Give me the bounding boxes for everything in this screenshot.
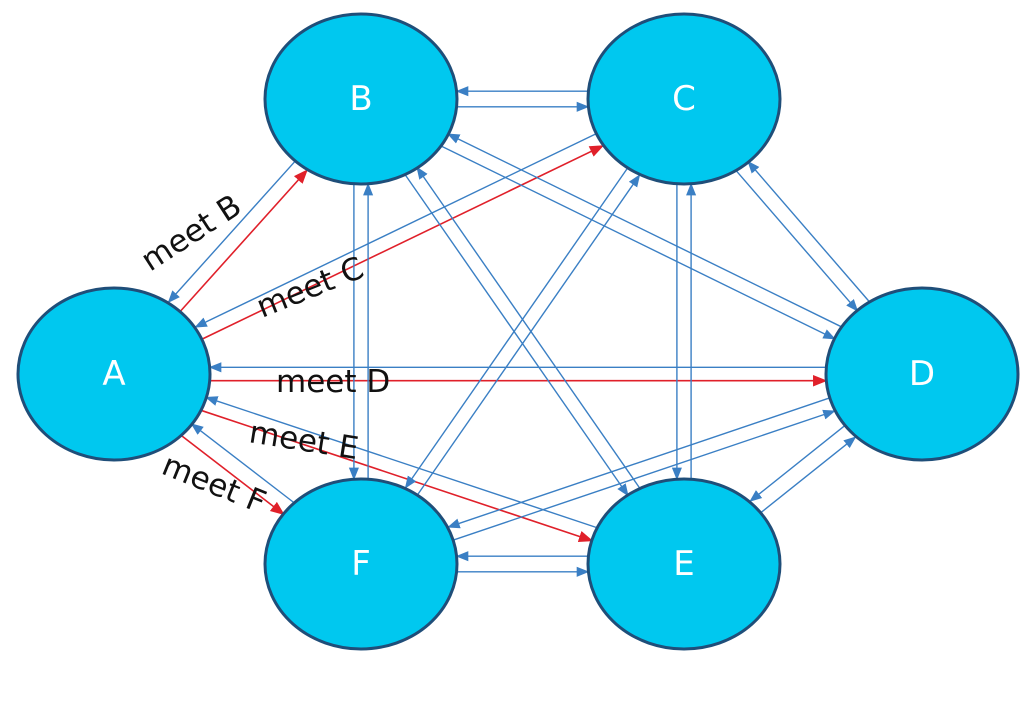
node-a-circle [16,286,212,462]
edge-e-to-b [416,166,641,489]
nodes-layer: A B C D E F [16,12,1020,651]
edge-a-to-e [201,409,594,542]
edge-label-a-e: meet E [247,414,361,467]
edge-c-to-d [736,170,859,312]
node-e-circle [586,477,782,651]
edge-label-a-f: meet F [157,447,271,521]
edge-label-a-d: meet D [276,364,390,400]
node-a: A [16,286,212,462]
node-c-label: C [672,79,696,119]
node-b-label: B [349,79,372,119]
node-d-circle [824,286,1020,462]
node-c-circle [586,12,782,186]
node-f-label: F [351,544,371,584]
edge-f-to-c [416,174,641,496]
edge-b-to-e [404,174,629,497]
node-a-label: A [102,354,125,394]
node-e-label: E [673,544,694,584]
node-b-circle [263,12,459,186]
edge-f-to-a [190,423,294,503]
edges-layer [167,86,870,577]
edge-b-to-d [441,145,836,340]
edge-e-to-d [759,436,857,514]
edge-d-to-c [747,160,870,302]
node-f: F [263,477,459,651]
edge-a-to-b [179,169,308,313]
edge-d-to-e [749,424,846,502]
node-d-label: D [909,354,935,394]
edge-a-to-f [181,435,285,516]
node-f-circle [263,477,459,651]
edge-label-a-c: meet C [252,250,369,325]
edge-a-to-c [201,145,605,341]
edge-d-to-b [446,133,842,328]
edge-b-to-a [167,160,297,304]
edge-c-to-f [404,167,629,489]
node-b: B [263,12,459,186]
edge-d-to-f [447,397,831,529]
node-c: C [586,12,782,186]
node-d: D [824,286,1020,462]
edge-f-to-d [452,409,836,541]
edge-c-to-a [194,132,597,328]
edge-e-to-a [205,396,597,529]
node-e: E [586,477,782,651]
